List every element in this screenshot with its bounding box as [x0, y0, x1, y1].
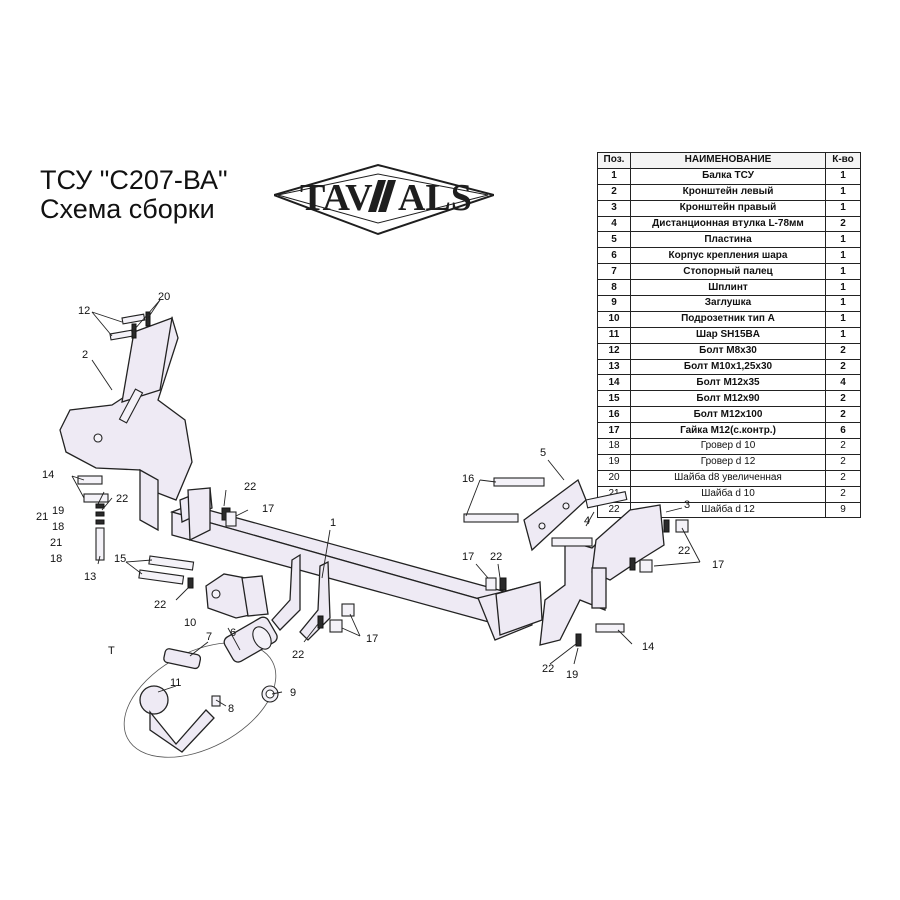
left-bracket [59, 315, 193, 532]
table-cell-qty: 9 [825, 501, 861, 519]
callout-19-b: 19 [566, 669, 578, 681]
callout-18-b: 18 [50, 553, 62, 565]
callout-1: 1 [330, 517, 336, 529]
callout-12: 12 [78, 305, 90, 317]
tow-ball [139, 685, 215, 753]
callout-18-a: 18 [52, 521, 64, 533]
callout-6: 6 [230, 627, 236, 639]
callout-21-b: 21 [50, 537, 62, 549]
diagram-title: ТСУ "С207-ВА" Схема сборки [40, 166, 228, 224]
callout-22-b: 22 [244, 481, 256, 493]
title-subtitle: Схема сборки [40, 194, 215, 224]
callout-t: Т [108, 645, 115, 657]
callout-2: 2 [82, 349, 88, 361]
callout-17-a: 17 [262, 503, 274, 515]
spacers [551, 491, 628, 547]
table-header-row: Поз. НАИМЕНОВАНИЕ К-во [597, 152, 861, 169]
callout-22-f: 22 [292, 649, 304, 661]
callout-5: 5 [540, 447, 546, 459]
callout-14-right: 14 [642, 641, 654, 653]
callout-20: 20 [158, 291, 170, 303]
callout-8: 8 [228, 703, 234, 715]
callout-3: 3 [684, 499, 690, 511]
callout-22-d: 22 [678, 545, 690, 557]
bolts [77, 313, 625, 633]
logo-text-left: TAV [300, 177, 373, 219]
main-beam [169, 487, 543, 641]
callout-22-c: 22 [490, 551, 502, 563]
callout-10: 10 [184, 617, 196, 629]
callout-16: 16 [462, 473, 474, 485]
tavials-logo: TAV ALS [274, 163, 494, 236]
right-bracket [539, 504, 665, 646]
callout-labels: 1 2 3 4 5 6 7 8 9 10 11 12 13 14 14 15 1… [36, 291, 724, 715]
callout-13: 13 [84, 571, 96, 583]
nuts-and-washers [95, 311, 689, 647]
logo-slash-icon [368, 180, 396, 212]
socket-mount [205, 573, 269, 619]
callout-17-d: 17 [366, 633, 378, 645]
title-model: ТСУ "С207-ВА" [40, 165, 228, 195]
callout-17-b: 17 [462, 551, 474, 563]
callout-22-a: 22 [116, 493, 128, 505]
logo-diamond-shape [274, 163, 494, 236]
callout-9: 9 [290, 687, 296, 699]
callout-22-e: 22 [154, 599, 166, 611]
column-header: К-во [825, 152, 861, 169]
callout-19-a: 19 [52, 505, 64, 517]
logo-text-right: ALS [398, 177, 472, 219]
callout-11: 11 [170, 677, 181, 689]
callout-15: 15 [114, 553, 126, 565]
column-header: Поз. [597, 152, 631, 169]
towball-group [123, 616, 279, 758]
callout-14-left: 14 [42, 469, 54, 481]
callout-7: 7 [206, 631, 212, 643]
callout-22-g: 22 [542, 663, 554, 675]
callout-17-c: 17 [712, 559, 724, 571]
ball-housing [223, 616, 278, 663]
table-cell-qty: 2 [825, 342, 861, 360]
leader-lines [71, 299, 701, 707]
callout-21-a: 21 [36, 511, 48, 523]
callout-4: 4 [584, 515, 590, 527]
